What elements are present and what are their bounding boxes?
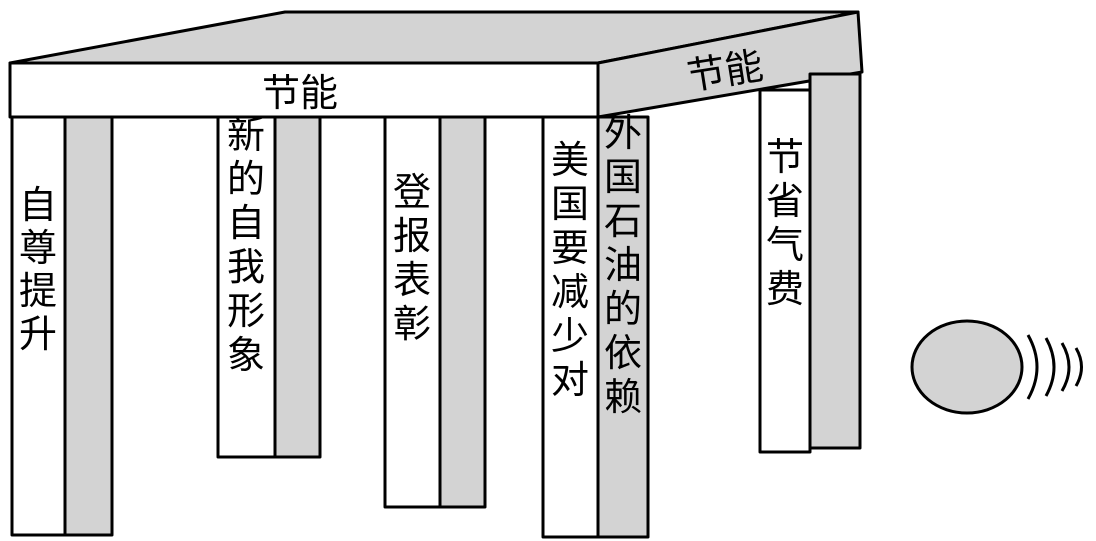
leg-label-text: 美国要减少对 [551, 138, 589, 402]
leg-back-right-side [808, 72, 862, 450]
leg-label-6: 节省气费 [766, 135, 804, 311]
leg-front-left-side [63, 115, 114, 537]
leg-label-1: 自尊提升 [19, 183, 57, 356]
table-top-front-label: 节能 [262, 71, 338, 115]
leg-label-text: 登报表彰 [393, 170, 431, 346]
leg-label-3: 登报表彰 [393, 170, 431, 346]
table-top-side [596, 10, 864, 119]
leg-front-right-side [596, 115, 650, 539]
leg-front-left-front [10, 115, 67, 537]
leg-label-2: 新的自我形象 [227, 113, 265, 377]
ball-icon [910, 319, 1024, 415]
leg-label-4: 美国要减少对 [551, 138, 589, 402]
leg-back-right-front [758, 88, 812, 454]
leg-front-right-front [541, 115, 600, 539]
leg-label-text: 外国石油的依赖 [604, 111, 642, 419]
leg-label-5: 外国石油的依赖 [604, 111, 642, 419]
motion-lines-icon [1026, 334, 1083, 400]
leg-middle-2-front [383, 115, 442, 509]
leg-label-text: 节省气费 [766, 135, 804, 311]
leg-label-text: 新的自我形象 [227, 113, 265, 377]
leg-middle-1-front [216, 115, 277, 459]
leg-middle-1-side [273, 115, 322, 459]
leg-label-text: 自尊提升 [19, 183, 57, 356]
leg-middle-2-side [438, 115, 487, 509]
